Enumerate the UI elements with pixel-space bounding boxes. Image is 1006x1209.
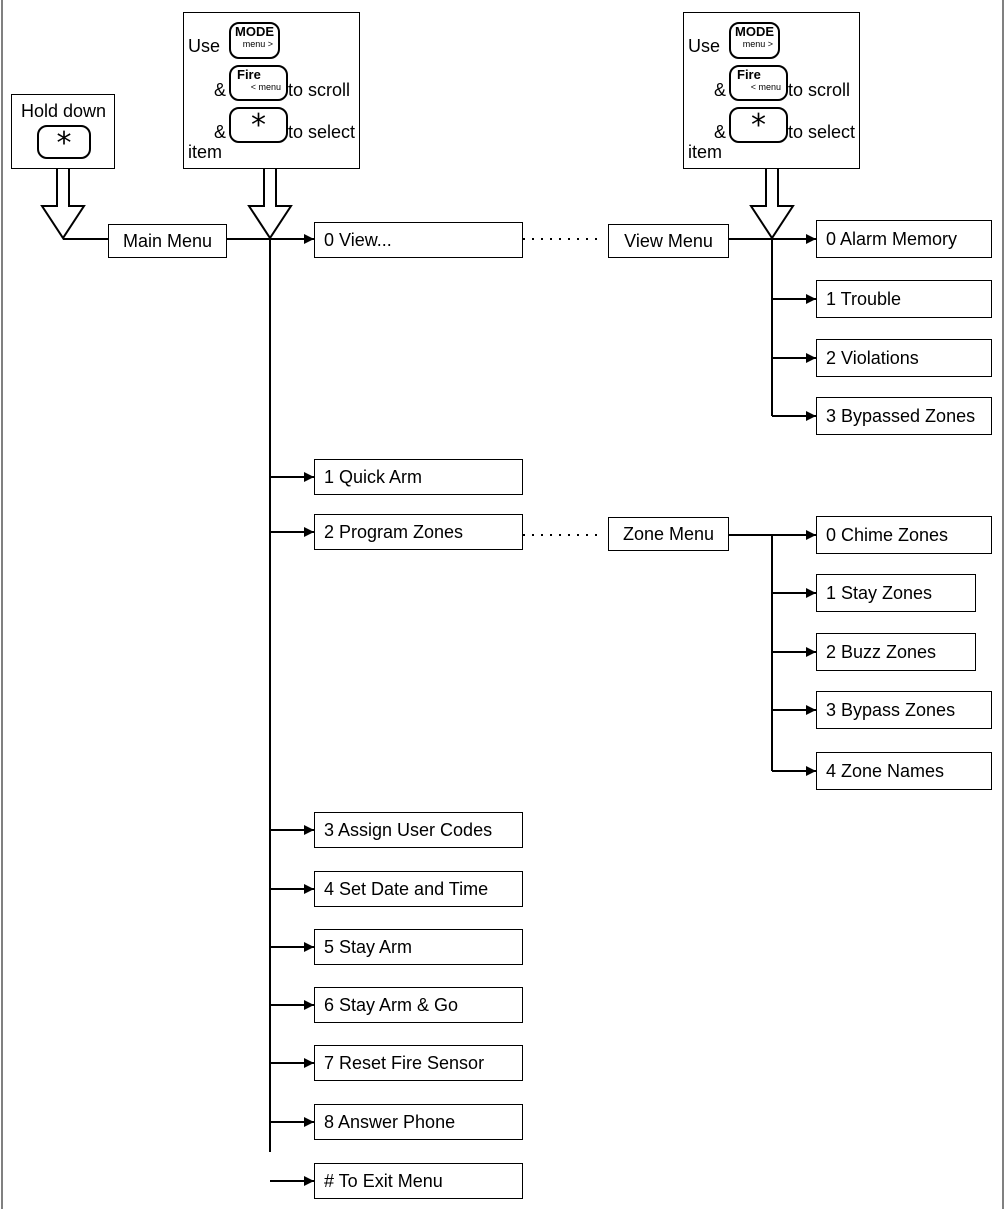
zone-item-stay-zones[interactable]: 1 Stay Zones [816, 574, 976, 612]
zone-menu-box[interactable]: Zone Menu [608, 517, 729, 551]
scroll-instructions-left: Use MODE menu > & Fire < menu to scroll … [183, 12, 360, 169]
view-branches [772, 294, 816, 421]
to-select-label: to select [288, 122, 356, 142]
scroll-right-arrow [749, 167, 795, 240]
main-item-1-quick-arm[interactable]: 1 Quick Arm [314, 459, 523, 495]
view-item-violations[interactable]: 2 Violations [816, 339, 992, 377]
menu-item-label: 2 Violations [826, 348, 919, 368]
zone-branches [772, 588, 816, 776]
fire-key-icon: Fire < menu [729, 65, 788, 101]
hold-down-arrow [40, 167, 86, 240]
scroll-instructions-right: Use MODE menu > & Fire < menu to scroll … [683, 12, 860, 169]
menu-item-label: 0 Alarm Memory [826, 229, 958, 249]
amp-label: & [214, 80, 227, 100]
menu-item-label: 1 Stay Zones [826, 583, 933, 603]
menu-item-label: 2 Program Zones [324, 522, 464, 542]
menu-item-label: 3 Bypassed Zones [826, 406, 976, 426]
view-item-bypassed-zones[interactable]: 3 Bypassed Zones [816, 397, 992, 435]
item-label: item [188, 142, 223, 162]
menu-item-label: # To Exit Menu [324, 1171, 443, 1191]
menu-item-label: 7 Reset Fire Sensor [324, 1053, 485, 1073]
zone-item-bypass-zones[interactable]: 3 Bypass Zones [816, 691, 992, 729]
use-label: Use [688, 36, 721, 56]
star-key-icon: * [37, 125, 91, 159]
star-key-icon: * [729, 107, 788, 143]
menu-item-label: 1 Trouble [826, 289, 902, 309]
menu-item-label: 0 View... [324, 230, 392, 250]
main-item-exit-menu[interactable]: # To Exit Menu [314, 1163, 523, 1199]
menu-item-label: 3 Assign User Codes [324, 820, 493, 840]
amp-label: & [214, 122, 227, 142]
menu-item-label: 5 Stay Arm [324, 937, 413, 957]
zone-item-chime-zones[interactable]: 0 Chime Zones [816, 516, 992, 554]
view-menu-label: View Menu [624, 231, 713, 251]
main-item-6-stay-arm-go[interactable]: 6 Stay Arm & Go [314, 987, 523, 1023]
main-branches [270, 472, 314, 1186]
to-scroll-label: to scroll [788, 80, 851, 100]
main-item-0-view[interactable]: 0 View... [314, 222, 523, 258]
use-label: Use [188, 36, 221, 56]
star-key-icon: * [229, 107, 288, 143]
fire-key-icon: Fire < menu [229, 65, 288, 101]
view-item-trouble[interactable]: 1 Trouble [816, 280, 992, 318]
menu-item-label: 4 Set Date and Time [324, 879, 489, 899]
scroll-left-arrow [247, 167, 293, 240]
main-item-4-set-date-time[interactable]: 4 Set Date and Time [314, 871, 523, 907]
hold-down-label: Hold down [21, 101, 107, 121]
main-item-5-stay-arm[interactable]: 5 Stay Arm [314, 929, 523, 965]
menu-item-label: 2 Buzz Zones [826, 642, 937, 662]
zone-menu-label: Zone Menu [622, 524, 715, 544]
main-item-7-reset-fire-sensor[interactable]: 7 Reset Fire Sensor [314, 1045, 523, 1081]
menu-item-label: 1 Quick Arm [324, 467, 423, 487]
mode-key-icon: MODE menu > [729, 22, 780, 59]
item-label: item [688, 142, 723, 162]
to-scroll-label: to scroll [288, 80, 351, 100]
amp-label: & [714, 80, 727, 100]
main-item-8-answer-phone[interactable]: 8 Answer Phone [314, 1104, 523, 1140]
main-item-3-assign-user-codes[interactable]: 3 Assign User Codes [314, 812, 523, 848]
menu-item-label: 3 Bypass Zones [826, 700, 956, 720]
main-menu-box[interactable]: Main Menu [108, 224, 227, 258]
amp-label: & [714, 122, 727, 142]
to-select-label: to select [788, 122, 856, 142]
mode-key-icon: MODE menu > [229, 22, 280, 59]
main-menu-label: Main Menu [122, 231, 213, 251]
menu-item-label: 6 Stay Arm & Go [324, 995, 459, 1015]
view-item-alarm-memory[interactable]: 0 Alarm Memory [816, 220, 992, 258]
view-menu-box[interactable]: View Menu [608, 224, 729, 258]
hold-down-box: Hold down * [11, 94, 115, 169]
zone-item-buzz-zones[interactable]: 2 Buzz Zones [816, 633, 976, 671]
zone-item-zone-names[interactable]: 4 Zone Names [816, 752, 992, 790]
menu-item-label: 0 Chime Zones [826, 525, 949, 545]
menu-item-label: 8 Answer Phone [324, 1112, 456, 1132]
menu-item-label: 4 Zone Names [826, 761, 945, 781]
main-item-2-program-zones[interactable]: 2 Program Zones [314, 514, 523, 550]
